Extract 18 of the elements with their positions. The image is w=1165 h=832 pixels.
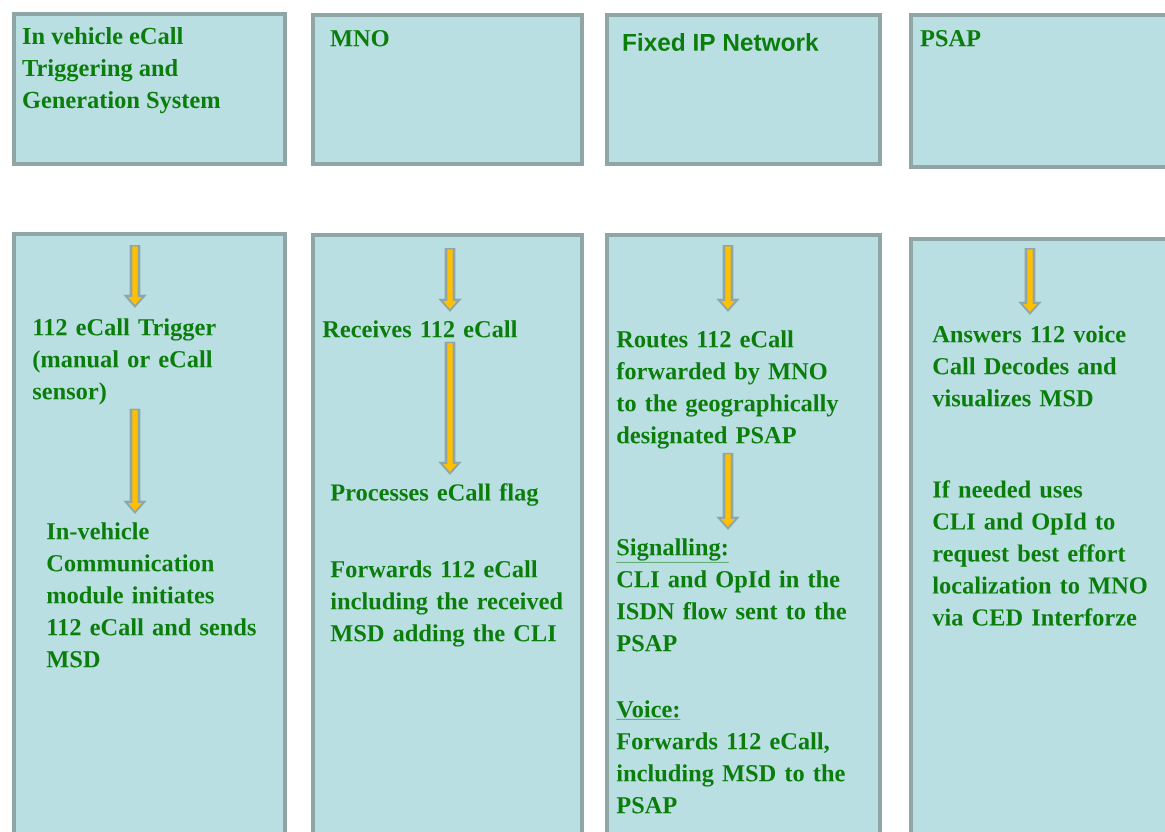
step-text: Routes 112 eCall forwarded by MNO to the geographically designated PSAP bbox=[616, 330, 839, 449]
step-text: If needed uses CLI and OpId to request best effort localization to MNO via CED Interforze bbox=[932, 480, 1147, 626]
lane-header-box: In vehicle eCall Triggering and Generation System bbox=[12, 12, 287, 166]
step-text: Forwards 112 eCall including the received MSD adding the CLI bbox=[330, 560, 563, 647]
step-text: Voice: Forwards 112 eCall, including MSD to the PSAP bbox=[616, 700, 845, 814]
step-text: In-vehicle Communication module initiates 112 eCall and sends MSD bbox=[46, 522, 256, 668]
lane-header-box: MNO bbox=[311, 13, 584, 166]
step-text: Signalling: CLI and OpId in the ISDN flow sent to the PSAP bbox=[616, 538, 847, 652]
lane-header-box: Fixed IP Network bbox=[605, 13, 882, 166]
lane-box bbox=[605, 233, 882, 832]
lane-box bbox=[909, 237, 1165, 832]
step-text: Answers 112 voice Call Decodes and visualizes MSD bbox=[932, 325, 1126, 407]
step-text: 112 eCall Trigger (manual or eCall sensor) bbox=[33, 318, 216, 405]
lane-box bbox=[311, 233, 584, 832]
step-text: Processes eCall flag bbox=[330, 483, 539, 506]
lane-box bbox=[12, 232, 287, 832]
step-text: Receives 112 eCall bbox=[322, 320, 517, 338]
lane-header-box: PSAP bbox=[909, 13, 1165, 169]
